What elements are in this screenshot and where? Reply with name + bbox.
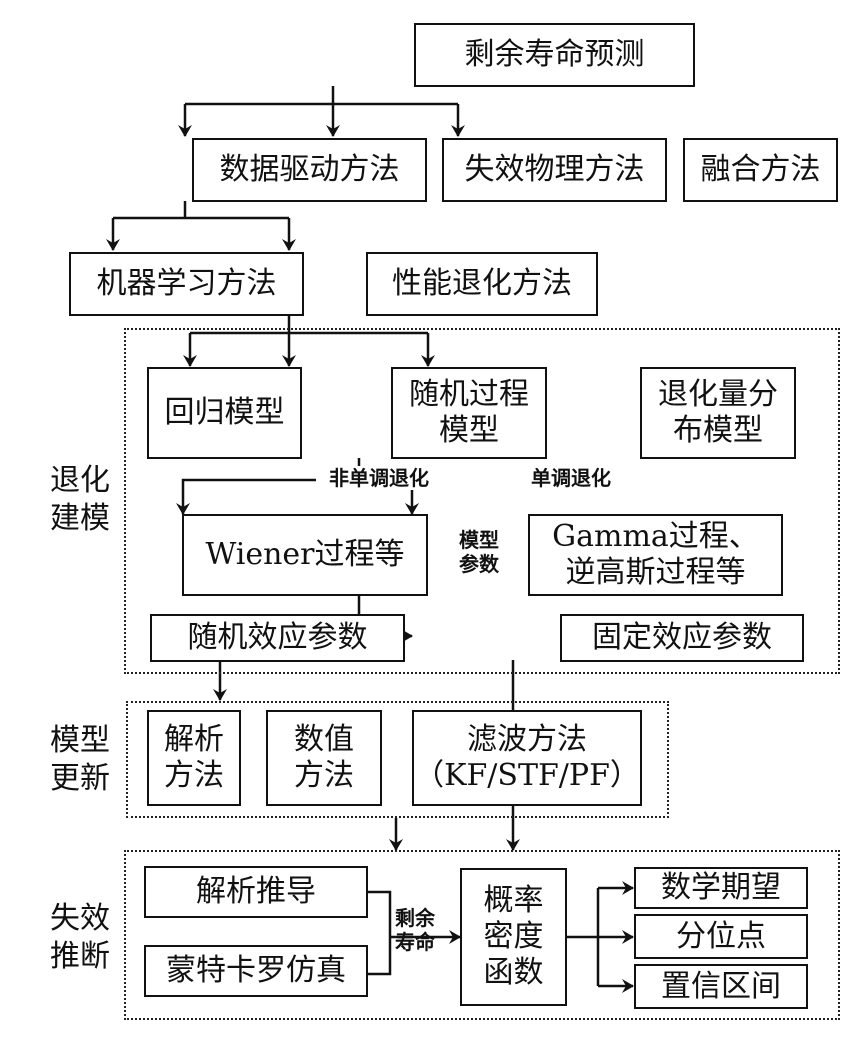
group-failure-inference <box>124 850 840 1020</box>
edge-label-non-monotonic: 非单调退化 <box>316 466 442 490</box>
group-degradation-modeling <box>124 328 840 674</box>
box-stochastic-process-model: 随机过程 模型 <box>391 367 547 459</box>
box-quantile: 分位点 <box>634 914 808 959</box>
edge-label-rul: 剩余 寿命 <box>395 906 435 954</box>
box-regression-model: 回归模型 <box>147 367 302 459</box>
box-monte-carlo-simulation: 蒙特卡罗仿真 <box>144 945 368 997</box>
group-model-update <box>126 701 669 818</box>
box-numerical-method: 数值 方法 <box>266 710 382 806</box>
edge-label-model-params: 模型 参数 <box>459 528 499 576</box>
box-wiener-process: Wiener过程等 <box>182 514 428 596</box>
edge-label-monotonic: 单调退化 <box>521 466 621 490</box>
box-machine-learning: 机器学习方法 <box>69 252 304 316</box>
group-label-model-update: 模型 更新 <box>50 723 110 796</box>
edge-nonmono <box>176 478 359 515</box>
box-analytical-derivation: 解析推导 <box>144 866 368 918</box>
box-physics-of-failure: 失效物理方法 <box>442 138 667 202</box>
box-pdf: 概率 密度 函数 <box>460 868 567 1006</box>
box-degradation-distribution-model: 退化量分 布模型 <box>640 367 796 459</box>
box-fusion: 融合方法 <box>683 138 838 202</box>
box-filtering-method: 滤波方法 （KF/STF/PF） <box>412 710 642 806</box>
box-degradation: 性能退化方法 <box>366 252 598 316</box>
group-label-degradation-modeling: 退化 建模 <box>50 463 110 536</box>
box-expectation: 数学期望 <box>634 867 808 909</box>
box-analytical-method: 解析 方法 <box>147 710 241 806</box>
box-data-driven: 数据驱动方法 <box>192 138 427 202</box>
root-box-rul-prediction: 剩余寿命预测 <box>414 23 695 87</box>
box-fixed-effect-params: 固定效应参数 <box>560 614 804 662</box>
group-label-failure-inference: 失效 推断 <box>50 901 110 974</box>
box-confidence-interval: 置信区间 <box>634 964 808 1009</box>
box-gamma-ig-process: Gamma过程、 逆高斯过程等 <box>528 514 783 596</box>
box-random-effect-params: 随机效应参数 <box>150 614 405 662</box>
edge-analytical-to-rul <box>368 890 392 976</box>
